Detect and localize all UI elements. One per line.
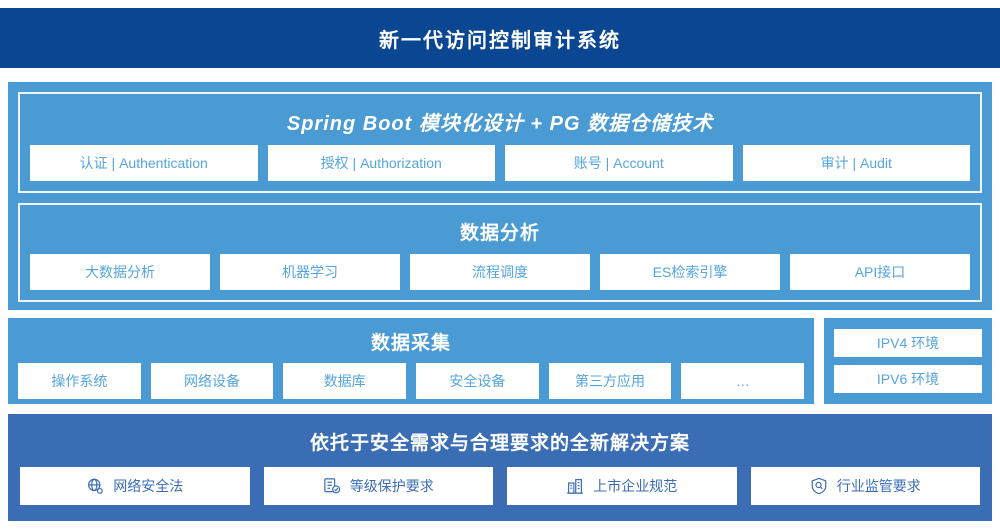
chip-big-data-analysis[interactable]: 大数据分析 (30, 254, 210, 290)
chip-listed-company-standard-label: 上市企业规范 (593, 478, 678, 494)
chip-classified-protection[interactable]: 等级保护要求 (263, 467, 493, 505)
platform-section-spring-boot: Spring Boot 模块化设计 + PG 数据仓储技术 认证 | Authe… (18, 92, 982, 193)
globe-icon (86, 477, 104, 495)
chip-machine-learning[interactable]: 机器学习 (220, 254, 400, 290)
chip-api-interface[interactable]: API接口 (790, 254, 970, 290)
page-title: 新一代访问控制审计系统 (379, 29, 621, 52)
chip-operating-system[interactable]: 操作系统 (18, 363, 141, 399)
chip-account[interactable]: 账号 | Account (505, 145, 733, 181)
environment-panel: IPV4 环境 IPV6 环境 (824, 318, 992, 404)
document-check-icon (323, 477, 341, 495)
chip-authorization[interactable]: 授权 | Authorization (267, 145, 495, 181)
platform-panel: Spring Boot 模块化设计 + PG 数据仓储技术 认证 | Authe… (8, 82, 992, 310)
chip-ipv6-environment[interactable]: IPV6 环境 (834, 365, 982, 393)
chip-industry-regulation[interactable]: 行业监管要求 (750, 467, 980, 505)
chip-authentication[interactable]: 认证 | Authentication (30, 145, 258, 181)
platform-section-spring-boot-chip-row: 认证 | Authentication 授权 | Authorization 账… (30, 145, 970, 181)
chip-more-ellipsis[interactable]: … (681, 363, 805, 399)
platform-section-data-analysis: 数据分析 大数据分析 机器学习 流程调度 ES检索引擎 API接口 (18, 203, 982, 302)
chip-third-party-app[interactable]: 第三方应用 (548, 363, 672, 399)
bank-building-icon (566, 477, 584, 495)
chip-security-device[interactable]: 安全设备 (416, 363, 539, 399)
compliance-panel: 依托于安全需求与合理要求的全新解决方案 网络安全法 (8, 414, 992, 521)
page-title-bar: 新一代访问控制审计系统 (0, 8, 1000, 68)
chip-ipv4-environment[interactable]: IPV4 环境 (834, 329, 982, 357)
chip-database[interactable]: 数据库 (283, 363, 407, 399)
data-collection-panel: 数据采集 操作系统 网络设备 数据库 安全设备 第三方应用 … (8, 318, 814, 404)
chip-network-device[interactable]: 网络设备 (150, 363, 274, 399)
platform-section-data-analysis-chip-row: 大数据分析 机器学习 流程调度 ES检索引擎 API接口 (30, 254, 970, 290)
compliance-chip-row: 网络安全法 等级保护要求 (20, 467, 980, 505)
chip-industry-regulation-label: 行业监管要求 (836, 478, 921, 494)
chip-cybersecurity-law-label: 网络安全法 (113, 478, 184, 494)
chip-audit[interactable]: 审计 | Audit (742, 145, 970, 181)
collection-row: 数据采集 操作系统 网络设备 数据库 安全设备 第三方应用 … IPV4 环境 … (8, 318, 992, 404)
shield-search-icon (810, 477, 828, 495)
data-collection-title: 数据采集 (370, 333, 451, 354)
chip-classified-protection-label: 等级保护要求 (349, 478, 434, 494)
platform-section-spring-boot-title: Spring Boot 模块化设计 + PG 数据仓储技术 (286, 113, 714, 135)
chip-es-search-engine[interactable]: ES检索引擎 (600, 254, 780, 290)
compliance-title: 依托于安全需求与合理要求的全新解决方案 (309, 433, 690, 454)
chip-process-scheduling[interactable]: 流程调度 (410, 254, 590, 290)
chip-cybersecurity-law[interactable]: 网络安全法 (20, 467, 250, 505)
data-collection-chip-row: 操作系统 网络设备 数据库 安全设备 第三方应用 … (18, 363, 805, 399)
platform-section-data-analysis-title: 数据分析 (459, 223, 540, 244)
chip-listed-company-standard[interactable]: 上市企业规范 (507, 467, 737, 505)
